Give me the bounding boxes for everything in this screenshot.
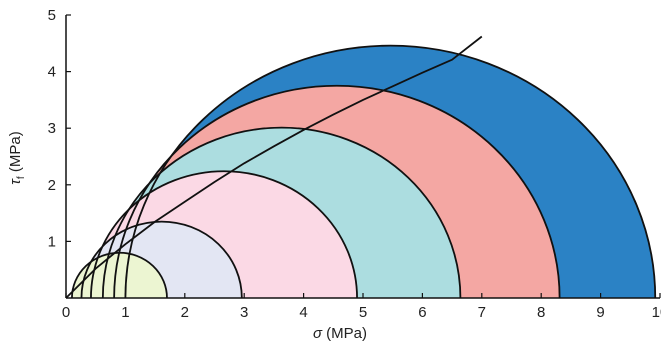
x-tick-label: 9 [596, 304, 604, 321]
y-tick-label: 1 [48, 233, 56, 250]
x-axis-symbol: σ [313, 325, 323, 342]
y-axis-unit: (MPa) [7, 131, 24, 176]
x-tick-label: 10 [652, 304, 661, 321]
x-tick-label: 3 [240, 304, 248, 321]
x-axis-unit: (MPa) [322, 325, 367, 342]
x-tick-label: 6 [418, 304, 426, 321]
y-tick-label: 5 [48, 7, 56, 24]
mohr-circle-outline-5 [80, 220, 243, 299]
x-tick-label: 4 [299, 304, 307, 321]
x-axis-label: σ (MPa) [313, 325, 367, 342]
plot-area [65, 35, 657, 299]
mohr-circle-outline-4 [90, 170, 358, 299]
mohr-circle-outline-6 [71, 251, 168, 299]
x-tick-label: 5 [359, 304, 367, 321]
y-axis-label: τf (MPa) [7, 131, 27, 184]
failure-envelope [65, 35, 483, 299]
x-tick-label: 7 [478, 304, 486, 321]
y-tick-label: 2 [48, 177, 56, 194]
x-tick-label: 1 [121, 304, 129, 321]
y-tick-label: 3 [48, 120, 56, 137]
x-tick-label: 0 [62, 304, 70, 321]
mohr-circle-outline-1 [124, 44, 657, 299]
x-tick-label: 2 [181, 304, 189, 321]
y-tick-label: 4 [48, 64, 56, 81]
y-axis-subscript: f [16, 176, 27, 179]
mohr-circle-outline-3 [101, 126, 462, 299]
axes: 0 1 2 3 4 5 6 7 8 9 10 1 2 3 4 5 [48, 7, 661, 321]
y-axis-symbol: τ [7, 178, 24, 185]
x-tick-label: 8 [537, 304, 545, 321]
